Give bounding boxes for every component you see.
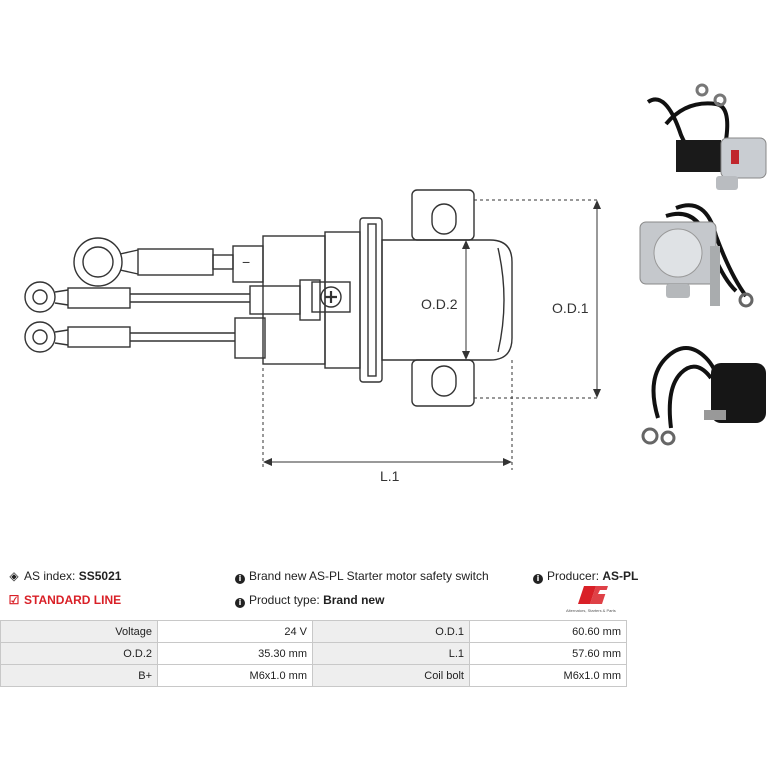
table-row: Voltage 24 V O.D.1 60.60 mm bbox=[0, 620, 627, 643]
product-photo-side bbox=[646, 83, 767, 190]
as-pl-logo: Alternators, Starters & Parts bbox=[566, 584, 628, 613]
technical-drawing: − O.D.2 O.D.1 L.1 bbox=[24, 189, 601, 484]
as-index: ◈AS index: SS5021 bbox=[9, 569, 122, 583]
ring-terminal-top bbox=[73, 237, 139, 287]
coil-bolt-screw bbox=[320, 286, 342, 308]
terminal-mark: − bbox=[242, 254, 250, 270]
l1-label: L.1 bbox=[380, 468, 400, 484]
checkbox-icon: ☑ bbox=[8, 593, 20, 607]
spec-label: L.1 bbox=[312, 642, 470, 665]
od1-label: O.D.1 bbox=[552, 300, 589, 316]
cable-sleeve-top bbox=[137, 248, 214, 276]
od2-label: O.D.2 bbox=[421, 296, 458, 312]
product-photo-front bbox=[639, 203, 754, 308]
spec-value: 60.60 mm bbox=[469, 620, 627, 643]
as-pl-logo-mark bbox=[578, 586, 618, 604]
spec-value: M6x1.0 mm bbox=[157, 664, 313, 687]
insulator-bottom bbox=[234, 317, 266, 359]
tag-icon: ◈ bbox=[9, 569, 19, 583]
table-row: B+ M6x1.0 mm Coil bolt M6x1.0 mm bbox=[0, 664, 627, 687]
flange bbox=[359, 217, 383, 383]
spec-label: Coil bolt bbox=[312, 664, 470, 687]
spec-label: O.D.2 bbox=[0, 642, 158, 665]
spec-label: B+ bbox=[0, 664, 158, 687]
specs-table: Voltage 24 V O.D.1 60.60 mm O.D.2 35.30 … bbox=[0, 620, 627, 687]
product-photo-back bbox=[641, 346, 766, 446]
standard-line: ☑STANDARD LINE bbox=[8, 593, 122, 607]
info-icon: i bbox=[235, 598, 245, 608]
spec-value: 57.60 mm bbox=[469, 642, 627, 665]
spec-label: Voltage bbox=[0, 620, 158, 643]
table-row: O.D.2 35.30 mm L.1 57.60 mm bbox=[0, 642, 627, 665]
spec-value: M6x1.0 mm bbox=[469, 664, 627, 687]
ring-terminal-mid bbox=[24, 281, 69, 313]
housing-back bbox=[262, 235, 326, 365]
logo-tagline: Alternators, Starters & Parts bbox=[566, 608, 616, 613]
as-index-value: SS5021 bbox=[78, 569, 122, 583]
spec-value: 24 V bbox=[157, 620, 313, 643]
mounting-ear-bottom bbox=[411, 359, 475, 407]
ring-terminal-bottom bbox=[24, 321, 69, 353]
solenoid-body bbox=[381, 239, 513, 361]
info-icon: i bbox=[235, 574, 245, 584]
mounting-ear-top bbox=[411, 189, 475, 241]
spec-label: O.D.1 bbox=[312, 620, 470, 643]
info-icon: i bbox=[533, 574, 543, 584]
spec-value: 35.30 mm bbox=[157, 642, 313, 665]
